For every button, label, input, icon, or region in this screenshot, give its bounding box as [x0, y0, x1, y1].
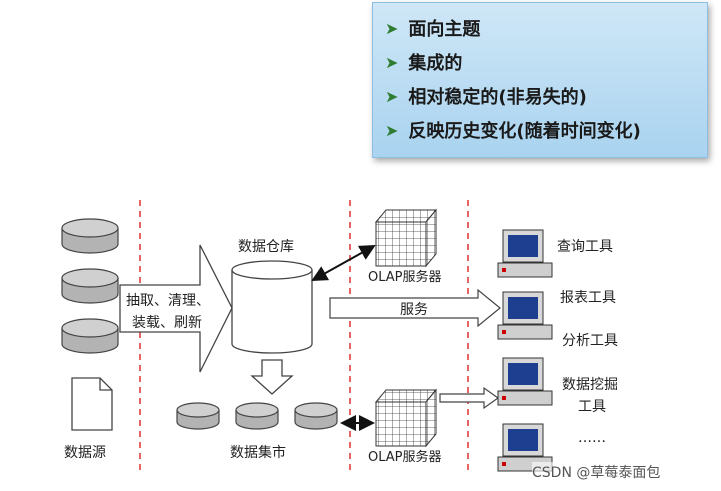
computer-icon	[497, 357, 553, 406]
tool-label: 报表工具	[560, 290, 616, 306]
tool-label: 数据挖掘	[562, 377, 618, 393]
computer-icon	[497, 291, 553, 340]
computer-icon	[497, 229, 553, 278]
arrow-bullet-icon: ➤	[385, 52, 399, 72]
tool-label: 分析工具	[562, 333, 618, 349]
service-arrow-icon	[329, 288, 501, 328]
olap-cube-icon	[374, 388, 438, 448]
tool-label: 工具	[578, 399, 606, 415]
tool-label-ellipsis: ……	[578, 430, 606, 446]
feature-text: 集成的	[408, 53, 463, 74]
data-warehouse-label: 数据仓库	[238, 239, 294, 255]
feature-list-box: ➤ 面向主题 ➤ 集成的 ➤ 相对稳定的(非易失的) ➤ 反映历史变化(随着时间…	[372, 2, 708, 158]
feature-text: 反映历史变化(随着时间变化)	[408, 121, 641, 142]
document-icon	[71, 377, 113, 431]
warehouse-olap-arrow	[311, 245, 376, 281]
feature-item: ➤ 面向主题	[385, 11, 707, 45]
feature-item: ➤ 反映历史变化(随着时间变化)	[385, 113, 707, 147]
etl-label-line2: 装载、刷新	[132, 315, 202, 331]
olap-cube-icon	[374, 208, 438, 268]
feature-text: 面向主题	[408, 19, 481, 40]
small-arrow-icon	[439, 386, 500, 410]
etl-label-line1: 抽取、清理、	[126, 293, 210, 309]
warehouse-cylinder-icon	[231, 260, 313, 354]
watermark: CSDN @草莓泰面包	[532, 462, 661, 482]
olap-server-label: OLAP服务器	[368, 450, 442, 465]
tool-label: 查询工具	[557, 239, 613, 255]
feature-text: 相对稳定的(非易失的)	[408, 87, 587, 108]
arrow-bullet-icon: ➤	[385, 120, 399, 140]
feature-item: ➤ 集成的	[385, 45, 707, 79]
feature-item: ➤ 相对稳定的(非易失的)	[385, 79, 707, 113]
etl-arrow-icon	[119, 244, 233, 373]
arrow-bullet-icon: ➤	[385, 18, 399, 38]
service-label: 服务	[400, 302, 428, 318]
data-source-label: 数据源	[64, 445, 106, 461]
down-arrow-icon	[250, 359, 294, 395]
olap-server-label: OLAP服务器	[368, 270, 442, 285]
data-mart-label: 数据集市	[230, 445, 286, 461]
computer-icon	[497, 423, 553, 472]
arrow-bullet-icon: ➤	[385, 86, 399, 106]
data-source-disks	[61, 218, 119, 354]
data-mart-disks	[176, 402, 338, 430]
